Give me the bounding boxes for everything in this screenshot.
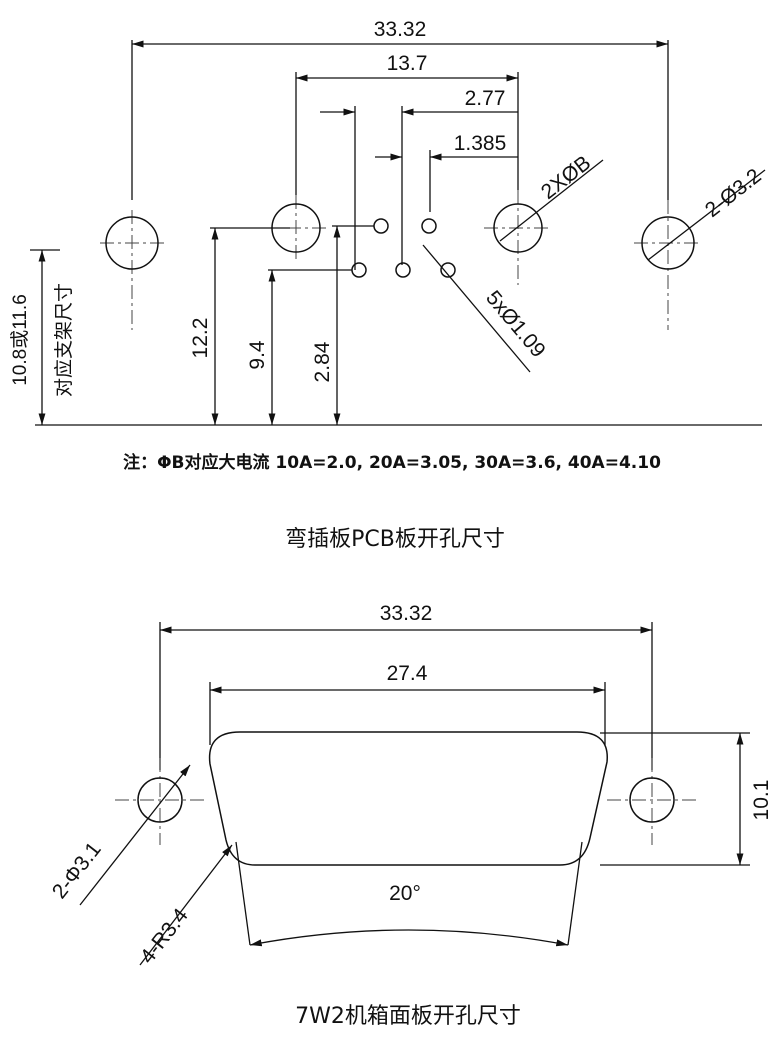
panel-mount-hole-left [137,777,183,823]
label-big-hole: 2XØB [537,151,595,204]
mount-hole-right [641,216,695,270]
panel-title: 7W2机箱面板开孔尺寸 [295,1004,521,1029]
label-angle: 20° [389,882,421,905]
dim-pitch2: 2.77 [465,87,506,110]
signal-holes [351,218,456,278]
power-hole-right [493,203,543,253]
dim-height-b: 9.4 [246,340,269,370]
panel-layout: 33.32 27.4 10.1 2-Φ3.1 4-R3.4 20° 7W2机箱面… [48,602,773,1029]
dim-mid: 13.7 [387,52,428,75]
pcb-layout: 33.32 13.7 2.77 1.385 2XØB 2-Ø3.2 5xØ1.0… [9,18,766,552]
dim-height-a: 12.2 [189,318,212,359]
dim-pitch1: 1.385 [454,132,507,155]
dim-overall: 33.32 [374,18,427,41]
current-note: 注：ΦB对应大电流 10A=2.0, 20A=3.05, 30A=3.6, 40… [123,452,661,473]
panel-dim-width: 27.4 [387,662,428,685]
mount-hole-left [105,216,159,270]
panel-dim-overall: 33.32 [380,602,433,625]
label-radius: 4-R3.4 [136,904,193,968]
label-panel-hole: 2-Φ3.1 [48,838,106,903]
panel-mount-hole-right [629,777,675,823]
pcb-title: 弯插板PCB板开孔尺寸 [285,527,505,552]
label-mount-hole: 2-Ø3.2 [701,164,766,222]
dim-height-c: 2.84 [311,341,334,382]
d-sub-cutout [208,731,608,866]
dim-bracket-2: 对应支架尺寸 [53,283,75,397]
dim-bracket-1: 10.8或11.6 [9,294,31,386]
label-small-hole: 5xØ1.09 [481,286,550,362]
panel-dim-height: 10.1 [750,780,773,821]
